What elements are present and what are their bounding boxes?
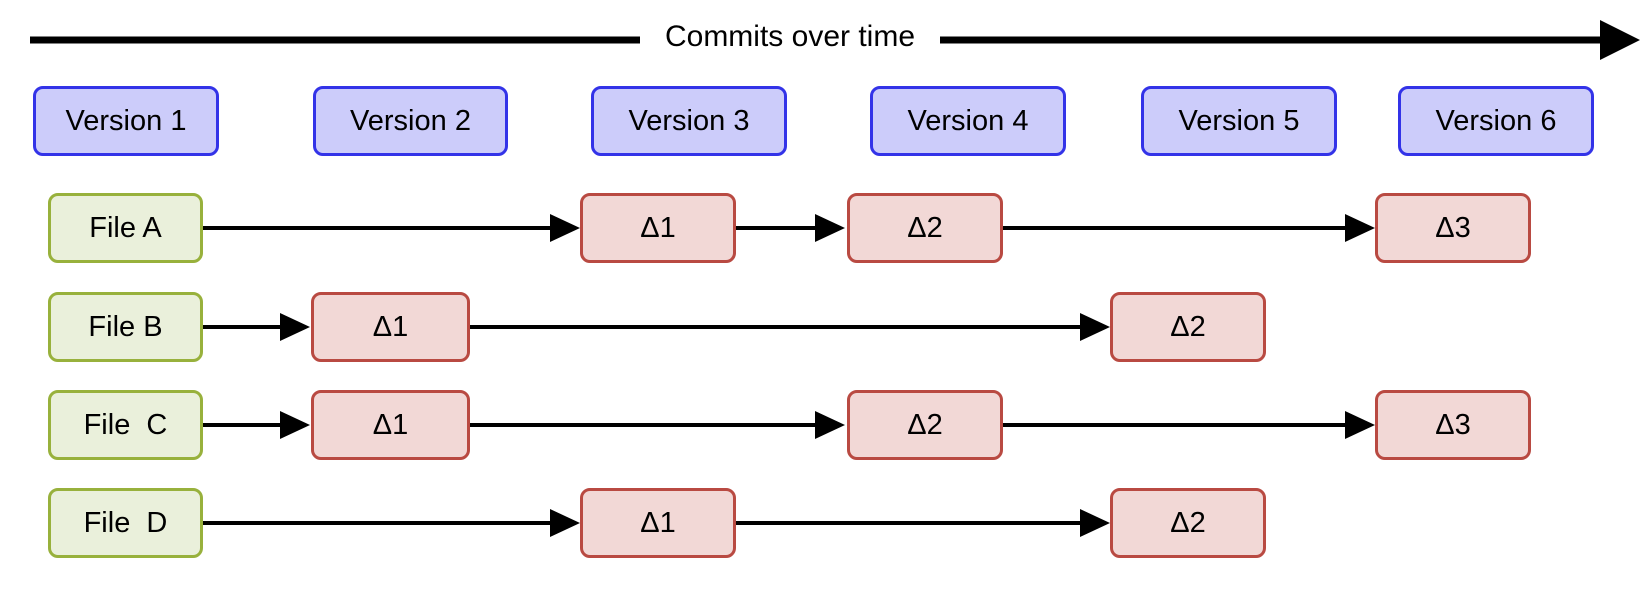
file-box-b[interactable]: File B <box>48 292 203 362</box>
delta-box-b-v5[interactable]: Δ2 <box>1110 292 1266 362</box>
file-box-a[interactable]: File A <box>48 193 203 263</box>
version-box-3[interactable]: Version 3 <box>591 86 787 156</box>
arrow-right-icon <box>1600 20 1640 60</box>
delta-box-c-v2[interactable]: Δ1 <box>311 390 470 460</box>
version-box-6[interactable]: Version 6 <box>1398 86 1594 156</box>
delta-box-a-v3[interactable]: Δ1 <box>580 193 736 263</box>
delta-box-a-v4[interactable]: Δ2 <box>847 193 1003 263</box>
delta-box-d-v5[interactable]: Δ2 <box>1110 488 1266 558</box>
delta-box-c-v6[interactable]: Δ3 <box>1375 390 1531 460</box>
delta-box-d-v3[interactable]: Δ1 <box>580 488 736 558</box>
version-box-4[interactable]: Version 4 <box>870 86 1066 156</box>
delta-box-a-v6[interactable]: Δ3 <box>1375 193 1531 263</box>
timeline-arrow: Commits over time <box>0 0 1647 72</box>
version-box-2[interactable]: Version 2 <box>313 86 508 156</box>
version-box-5[interactable]: Version 5 <box>1141 86 1337 156</box>
timeline-label: Commits over time <box>640 19 940 55</box>
version-box-1[interactable]: Version 1 <box>33 86 219 156</box>
delta-box-b-v2[interactable]: Δ1 <box>311 292 470 362</box>
file-box-c[interactable]: File C <box>48 390 203 460</box>
delta-box-c-v4[interactable]: Δ2 <box>847 390 1003 460</box>
row-connectors-file-a <box>203 214 1375 242</box>
file-box-d[interactable]: File D <box>48 488 203 558</box>
